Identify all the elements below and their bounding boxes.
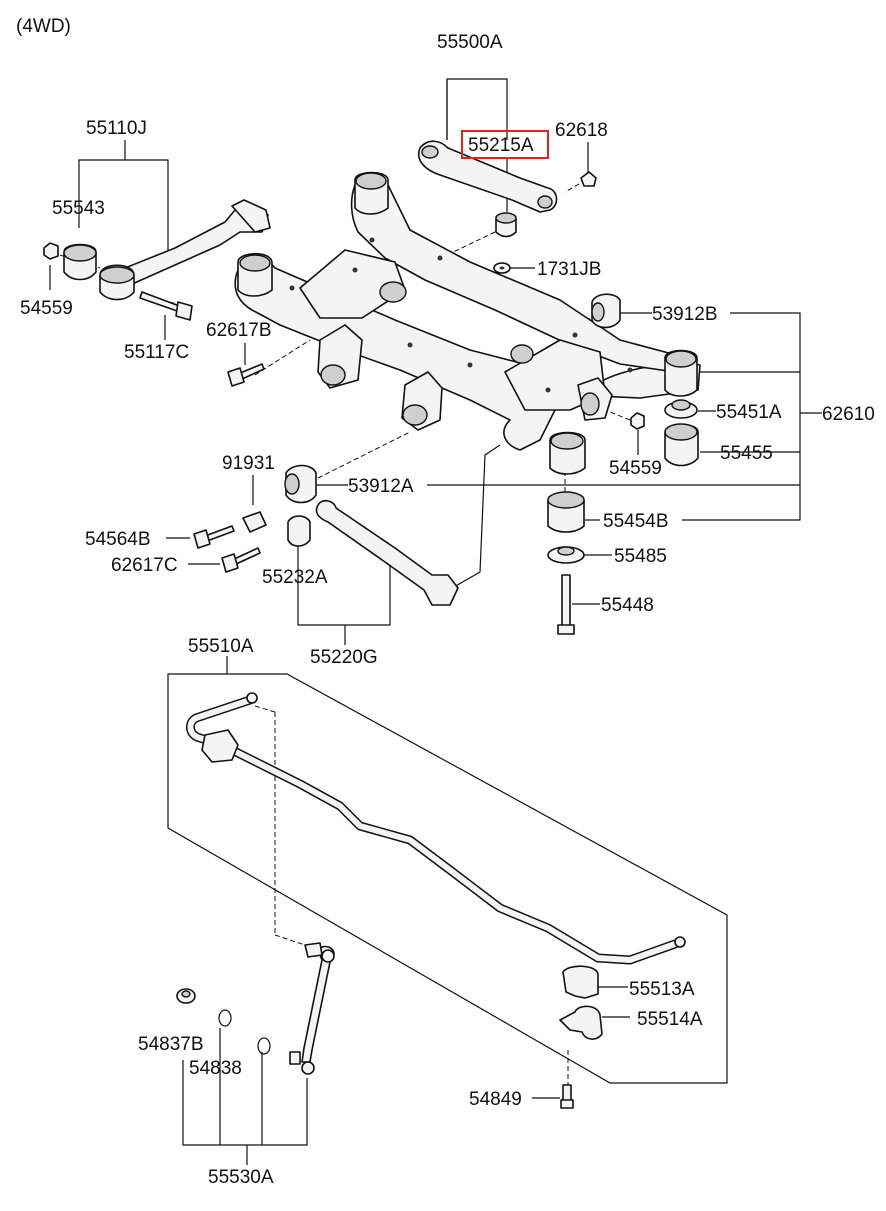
stabilizer-link xyxy=(289,942,335,1075)
part-label-54564B: 54564B xyxy=(85,529,151,550)
part-label-55500A: 55500A xyxy=(437,32,503,53)
part-label-55220G: 55220G xyxy=(310,647,378,668)
bolt-54564B xyxy=(193,525,235,549)
part-label-55510A: 55510A xyxy=(188,636,254,657)
part-label-55215A: 55215A xyxy=(468,135,534,156)
bolt-55117C xyxy=(139,291,193,321)
stabilizer-bar xyxy=(186,692,686,965)
part-label-55454B: 55454B xyxy=(603,511,669,532)
trailing-arm xyxy=(119,199,271,286)
part-label-55455: 55455 xyxy=(720,443,773,464)
ring-54838-a xyxy=(218,1009,232,1027)
nut-54559-right xyxy=(630,412,645,430)
part-label-53912A: 53912A xyxy=(348,476,414,497)
leader-lines xyxy=(49,78,822,1165)
part-label-54838: 54838 xyxy=(189,1058,242,1079)
nut-54559-left xyxy=(43,242,59,260)
bushing-55543 xyxy=(63,243,97,281)
nut-54837B xyxy=(176,988,196,1004)
part-label-53912B: 53912B xyxy=(652,304,718,325)
part-label-55117C: 55117C xyxy=(124,342,189,363)
part-label-55451A: 55451A xyxy=(716,402,782,423)
bushing-53912B xyxy=(591,293,621,329)
highlight-box xyxy=(461,130,549,159)
part-label-55530A: 55530A xyxy=(208,1167,274,1188)
part-label-55110J: 55110J xyxy=(86,118,147,139)
part-label-54559-right: 54559 xyxy=(609,458,662,479)
bolt-54849 xyxy=(560,1084,574,1109)
part-label-91931: 91931 xyxy=(222,453,275,474)
nut-62618 xyxy=(580,171,597,187)
part-label-62610: 62610 xyxy=(822,404,875,425)
part-label-62618: 62618 xyxy=(555,120,608,141)
bushing-55455 xyxy=(664,423,699,467)
crossmember xyxy=(234,171,701,475)
bracket-91931 xyxy=(242,511,267,533)
variant-label: (4WD) xyxy=(16,16,71,37)
part-label-55232A: 55232A xyxy=(262,567,328,588)
part-label-55514A: 55514A xyxy=(637,1009,703,1030)
bracket-55514A xyxy=(559,1005,603,1040)
part-label-55448: 55448 xyxy=(601,595,654,616)
upper-arm xyxy=(418,140,558,213)
bushing-55451A xyxy=(664,399,698,419)
part-label-62617B: 62617B xyxy=(206,320,272,341)
bushing-55454B xyxy=(547,491,585,533)
bolt-62617C xyxy=(221,547,261,573)
ring-54838-b xyxy=(257,1037,271,1055)
bushing-trailing-arm xyxy=(99,264,135,301)
bushing-53912A xyxy=(284,464,317,504)
part-label-54849: 54849 xyxy=(469,1089,522,1110)
part-label-55543: 55543 xyxy=(52,198,105,219)
lower-link xyxy=(315,499,459,606)
part-label-54837B: 54837B xyxy=(138,1034,204,1055)
bushing-55215A xyxy=(495,212,517,238)
part-label-62617C: 62617C xyxy=(111,555,178,576)
part-label-55513A: 55513A xyxy=(629,979,695,1000)
part-label-55485: 55485 xyxy=(614,546,667,567)
bushing-55232A xyxy=(287,515,311,547)
bushing-55513A xyxy=(562,965,599,999)
part-label-1731JB: 1731JB xyxy=(537,259,601,280)
washer-55485 xyxy=(547,546,585,564)
bolt-62617B xyxy=(227,363,265,387)
bolt-55448 xyxy=(557,574,575,635)
washer-1731JB xyxy=(493,262,511,274)
part-label-54559-left: 54559 xyxy=(20,298,73,319)
